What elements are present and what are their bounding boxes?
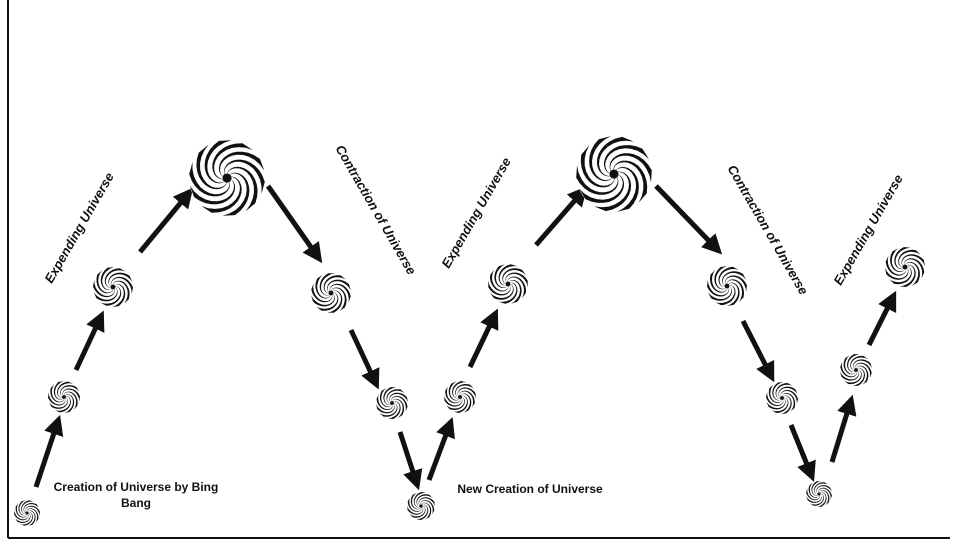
arrow-icon [73, 310, 105, 372]
arrow-icon [788, 424, 816, 482]
spiral-galaxy-icon [189, 140, 265, 216]
expanding-universe-label-2: Expending Universe [438, 155, 513, 271]
spiral-galaxy-icon [707, 266, 747, 306]
spiral-galaxy-icon [311, 273, 351, 313]
spiral-galaxy-icon [48, 381, 80, 413]
contraction-of-universe-label-1: Contraction of Universe [333, 142, 420, 277]
arrow-icon [534, 185, 588, 247]
spiral-galaxy-icon [885, 247, 925, 287]
expanding-universe-label-1: Expending Universe [41, 170, 116, 286]
arrow-icon [348, 328, 380, 390]
spiral-galaxy-icon [488, 264, 528, 304]
spiral-galaxy-icon [840, 354, 872, 386]
arrow-icon [866, 290, 897, 347]
spiral-galaxy-icon [444, 381, 476, 413]
arrow-icon [33, 414, 64, 488]
new-creation-caption: New Creation of Universe [457, 482, 603, 496]
arrow-icon [654, 184, 723, 255]
creation-caption-line1: Creation of Universe by Bing [54, 480, 219, 494]
spiral-galaxy-icon [766, 382, 798, 414]
spiral-galaxy-icon [407, 492, 435, 520]
arrow-icon [467, 308, 499, 369]
spiral-galaxy-icon [376, 387, 408, 419]
arrow-icon [426, 417, 455, 481]
arrow-icon [265, 184, 323, 264]
spiral-galaxy-icon [806, 481, 832, 507]
spiral-galaxy-icon [576, 136, 652, 212]
arrow-icon [138, 187, 194, 254]
spiral-galaxy-icon [14, 500, 40, 526]
arrow-icon [740, 319, 775, 383]
arrow-icon [397, 431, 423, 491]
creation-caption-line2: Bang [121, 496, 151, 510]
spiral-galaxy-icon [93, 267, 133, 307]
arrow-icon [829, 394, 857, 463]
